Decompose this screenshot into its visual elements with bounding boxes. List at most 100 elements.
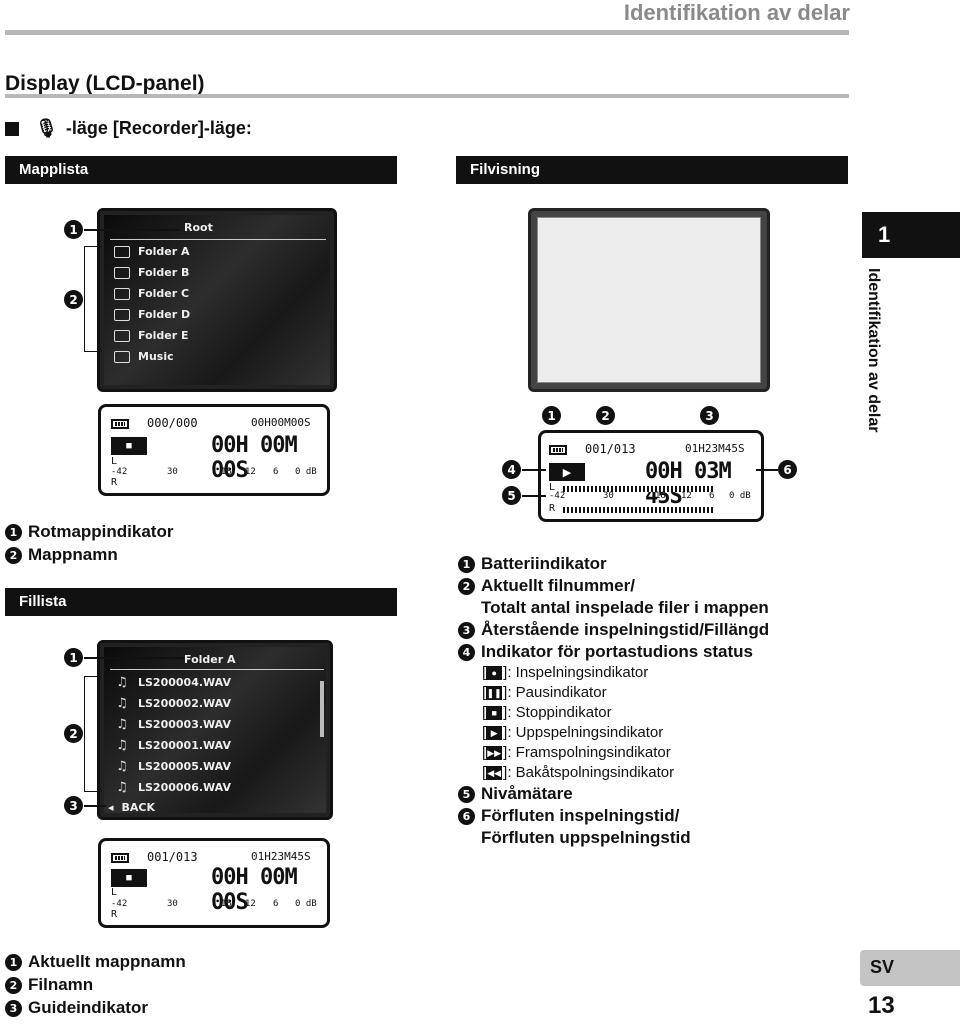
folder-name: Music xyxy=(138,350,174,363)
scale-label: 0 dB xyxy=(295,467,317,477)
legend-item: Aktuellt mappnamn xyxy=(28,952,186,971)
pause-indicator-icon: ❚❚ xyxy=(486,685,503,700)
mode-heading-text: -läge [Recorder]-läge: xyxy=(65,118,252,138)
callout-1: 1 xyxy=(64,648,83,667)
callout-2: 2 xyxy=(64,724,83,743)
folder-icon xyxy=(114,287,130,300)
remaining-time: 01H23M45S xyxy=(685,442,745,455)
legend-item: Förfluten inspelningstid/ xyxy=(481,806,680,825)
lcd-stop-panel: 000/000 00H00M00S ■ 00H 00M 00S L R -42 … xyxy=(98,404,330,496)
folder-name: Folder A xyxy=(138,245,190,258)
legend-callout: 2 xyxy=(5,976,22,994)
back-label: BACK xyxy=(121,801,156,814)
channel-r: R xyxy=(111,477,118,488)
music-note-icon: ♫ xyxy=(116,738,128,753)
file-count: 000/000 xyxy=(147,416,198,430)
callout-3: 3 xyxy=(700,406,719,425)
page-number: 13 xyxy=(868,992,895,1019)
play-icon: ▶ xyxy=(549,463,585,481)
legend-callout: 6 xyxy=(458,807,475,825)
section-divider xyxy=(5,94,849,98)
legend-item: Filnamn xyxy=(28,975,94,994)
legend-callout: 2 xyxy=(5,546,22,564)
stop-icon: ■ xyxy=(111,437,147,455)
battery-icon xyxy=(111,853,129,863)
scale-label: -42 xyxy=(549,491,566,501)
battery-icon xyxy=(111,419,129,429)
rewind-indicator-icon: ◀◀ xyxy=(486,765,503,780)
play-indicator-icon: ▶ xyxy=(486,725,503,740)
channel-l: L xyxy=(111,887,118,898)
legend-callout: 3 xyxy=(5,999,22,1017)
status-item: ]: Stoppindikator xyxy=(503,704,612,721)
scale-label: 30 xyxy=(603,491,614,501)
page-header-title: Identifikation av delar xyxy=(623,0,850,25)
scale-label: 0 dB xyxy=(295,899,317,909)
legend-item: Rotmappindikator xyxy=(28,522,174,541)
square-bullet-icon xyxy=(5,121,19,136)
chapter-tab: 1 xyxy=(862,212,960,258)
status-item: ]: Bakåtspolningsindikator xyxy=(503,764,675,781)
elapsed-time: 00H 00M 00S xyxy=(211,433,298,483)
file-name: LS200006.WAV xyxy=(138,781,231,794)
legend-callout: 1 xyxy=(458,555,475,573)
legend-item: Aktuellt filnummer/ xyxy=(481,576,635,595)
scale-label: 0 dB xyxy=(729,491,751,501)
music-note-icon: ♫ xyxy=(116,759,128,774)
channel-l: L xyxy=(111,456,118,467)
bar-fillista: Fillista xyxy=(5,588,397,616)
scale-label: 6 xyxy=(709,491,715,501)
chapter-side-title: Identifikation av delar xyxy=(865,268,882,433)
file-name: LS200005.WAV xyxy=(138,760,231,773)
legend-callout: 1 xyxy=(5,953,22,971)
file-name: LS200002.WAV xyxy=(138,697,231,710)
status-item: ]: Pausindikator xyxy=(503,684,607,701)
scale-label: 18 xyxy=(221,899,232,909)
folder-name: Folder B xyxy=(138,266,190,279)
section-title: Display (LCD-panel) xyxy=(5,72,205,95)
record-indicator-icon: ● xyxy=(486,665,503,680)
legend-callout: 4 xyxy=(458,643,475,661)
legend-item: Nivåmätare xyxy=(481,784,573,803)
fast-forward-indicator-icon: ▶▶ xyxy=(486,745,503,760)
legend-item: Batteriindikator xyxy=(481,554,607,573)
scale-label: 30 xyxy=(167,467,178,477)
legend-item: Mappnamn xyxy=(28,545,118,564)
back-arrow-icon: ◂ xyxy=(108,801,114,814)
scale-label: 18 xyxy=(221,467,232,477)
file-list-screen: Folder A ♫LS200004.WAV ♫LS200002.WAV ♫LS… xyxy=(97,640,333,820)
remaining-time: 01H23M45S xyxy=(251,850,311,863)
language-tab: SV xyxy=(860,950,960,986)
level-meter-l xyxy=(563,486,713,492)
legend-callout: 5 xyxy=(458,785,475,803)
music-note-icon: ♫ xyxy=(116,780,128,795)
elapsed-time: 00H 00M 00S xyxy=(211,865,298,915)
mode-heading: 🎙-läge [Recorder]-läge: xyxy=(5,118,252,139)
file-count: 001/013 xyxy=(585,442,636,456)
callout-1: 1 xyxy=(542,406,561,425)
legend-item: Guideindikator xyxy=(28,998,148,1017)
channel-r: R xyxy=(549,503,556,514)
scale-label: 30 xyxy=(167,899,178,909)
file-view-screen xyxy=(528,208,770,392)
legend-callout: 3 xyxy=(458,621,475,639)
music-note-icon: ♫ xyxy=(116,696,128,711)
legend-item-cont: Förfluten uppspelningstid xyxy=(481,828,691,847)
scale-label: 6 xyxy=(273,899,279,909)
folder-name: Folder E xyxy=(138,329,189,342)
status-item: ]: Framspolningsindikator xyxy=(503,744,671,761)
folder-icon xyxy=(114,329,130,342)
callout-6: 6 xyxy=(778,460,797,479)
header-divider xyxy=(5,30,849,35)
legend-item-cont: Totalt antal inspelade filer i mappen xyxy=(481,598,769,617)
scale-label: 12 xyxy=(681,491,692,501)
scale-label: 12 xyxy=(245,467,256,477)
callout-3: 3 xyxy=(64,796,83,815)
scale-label: -42 xyxy=(111,899,128,909)
elapsed-time: 00H 03M 45S xyxy=(645,459,732,509)
legend-item: Indikator för portastudions status xyxy=(481,642,754,661)
lcd-file-list-panel: 001/013 01H23M45S ■ 00H 00M 00S L -42 30… xyxy=(98,838,330,928)
file-count: 001/013 xyxy=(147,850,198,864)
bar-mapplista: Mapplista xyxy=(5,156,397,184)
